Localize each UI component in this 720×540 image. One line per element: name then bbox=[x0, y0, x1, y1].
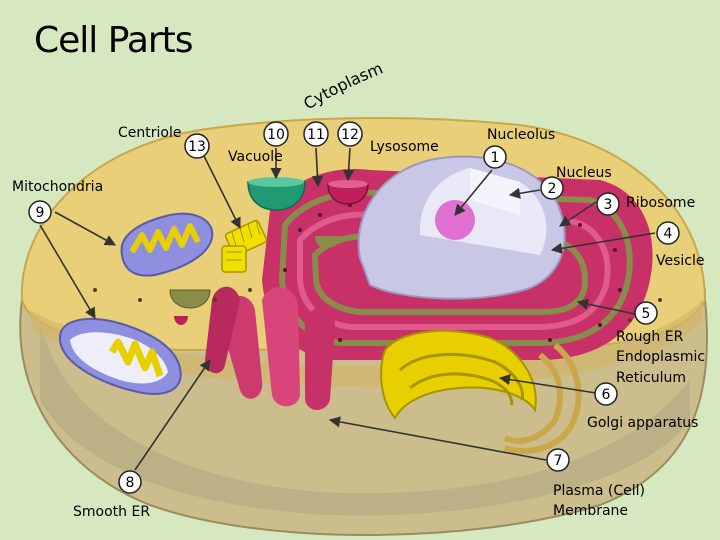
mitochondria-lower bbox=[58, 318, 182, 395]
number-12: 12 bbox=[341, 127, 359, 143]
page-title: Cell Parts bbox=[34, 20, 194, 61]
label-rough-er-1: Rough ER bbox=[616, 329, 684, 345]
number-8: 8 bbox=[126, 475, 135, 491]
label-vesicle: Vesicle bbox=[656, 253, 705, 269]
number-7: 7 bbox=[554, 453, 563, 469]
lysosome bbox=[327, 183, 369, 205]
number-4: 4 bbox=[664, 226, 673, 242]
pointer-arrows bbox=[39, 147, 656, 471]
label-membrane-2: Membrane bbox=[553, 503, 629, 519]
smooth-er bbox=[205, 286, 335, 410]
number-11: 11 bbox=[307, 127, 325, 143]
vesicle-small bbox=[174, 316, 188, 325]
label-lysosome: Lysosome bbox=[370, 139, 439, 155]
number-1: 1 bbox=[491, 150, 500, 166]
cytoplasm-label: Cytoplasm bbox=[300, 58, 385, 113]
label-mitochondria: Mitochondria bbox=[12, 179, 104, 195]
label-nucleus: Nucleus bbox=[556, 165, 612, 181]
number-5: 5 bbox=[642, 306, 651, 322]
label-centriole: Centriole bbox=[118, 125, 182, 141]
centriole bbox=[221, 219, 268, 273]
ribosomes bbox=[93, 288, 662, 322]
number-2: 2 bbox=[548, 181, 557, 197]
number-9: 9 bbox=[36, 205, 45, 221]
label-rough-er-3: Reticulum bbox=[616, 370, 687, 386]
number-10: 10 bbox=[267, 127, 285, 143]
number-3: 3 bbox=[604, 197, 613, 213]
number-13: 13 bbox=[188, 139, 206, 155]
number-6: 6 bbox=[602, 387, 611, 403]
vacuole bbox=[247, 181, 306, 211]
vesicle bbox=[169, 289, 211, 309]
label-nucleolus: Nucleolus bbox=[487, 127, 556, 143]
label-golgi: Golgi apparatus bbox=[587, 415, 699, 431]
number-circles bbox=[28, 121, 680, 494]
label-ribosome: Ribosome bbox=[626, 195, 696, 211]
label-smooth-er: Smooth ER bbox=[73, 504, 151, 520]
mitochondria-upper bbox=[120, 212, 214, 277]
label-rough-er-2: Endoplasmic bbox=[616, 349, 706, 365]
golgi-apparatus bbox=[380, 329, 582, 454]
vesicle-olive bbox=[315, 236, 340, 248]
label-membrane-1: Plasma (Cell) bbox=[553, 483, 645, 499]
label-vacuole: Vacuole bbox=[228, 149, 283, 165]
